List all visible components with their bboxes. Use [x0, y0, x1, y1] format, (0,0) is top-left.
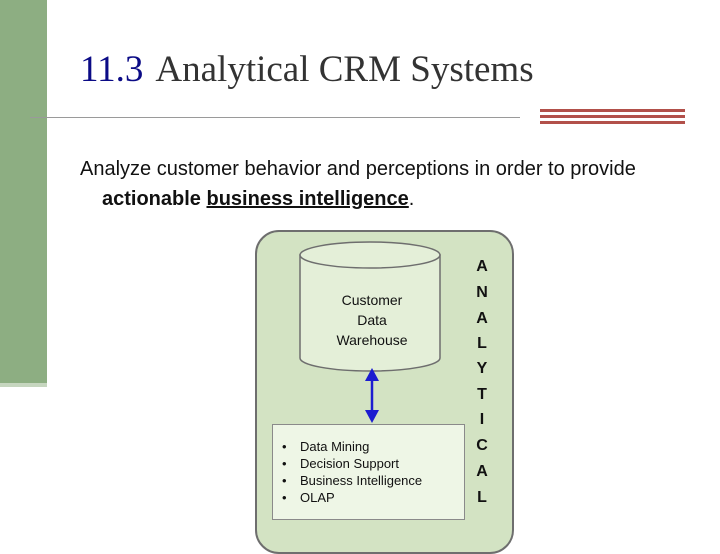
- warehouse-label-line: Customer: [341, 292, 403, 308]
- decorative-stripes: [540, 109, 685, 127]
- functions-list: Data Mining Decision Support Business In…: [282, 438, 422, 506]
- warehouse-diagram: [299, 241, 441, 423]
- database-cylinder-icon: [299, 241, 441, 372]
- emphasis-actionable: actionable: [102, 188, 201, 210]
- bidirectional-arrow: [365, 368, 379, 423]
- function-item: Data Mining: [282, 438, 422, 455]
- section-number: 11.3: [80, 49, 144, 90]
- warehouse-label-line: Data: [357, 312, 387, 328]
- analytical-letter: A: [476, 310, 488, 327]
- analytical-letter: T: [477, 386, 487, 403]
- title-text: Analytical CRM Systems: [155, 49, 534, 90]
- analytical-letter: L: [477, 335, 487, 352]
- decorative-left-band: [0, 0, 47, 387]
- body-text: Analyze customer behavior and perception…: [80, 154, 712, 214]
- body-text-end: .: [408, 188, 415, 210]
- analytical-letter: Y: [476, 360, 488, 377]
- function-item: Business Intelligence: [282, 472, 422, 489]
- title-divider: [30, 117, 520, 118]
- warehouse-label-line: Warehouse: [336, 332, 408, 348]
- function-item: OLAP: [282, 489, 422, 506]
- function-item: Decision Support: [282, 455, 422, 472]
- slide-title: 11.3 Analytical CRM Systems: [80, 48, 534, 92]
- analytical-letter: L: [477, 489, 487, 506]
- analytical-letter: I: [479, 411, 485, 428]
- analytical-letter: A: [476, 463, 488, 480]
- body-text-part: Analyze customer behavior and perception…: [80, 158, 636, 180]
- analytical-letter: C: [476, 437, 488, 454]
- analytical-letter: N: [476, 284, 488, 301]
- emphasis-business-intelligence: business intelligence: [206, 188, 409, 210]
- analytical-letter: A: [476, 258, 488, 275]
